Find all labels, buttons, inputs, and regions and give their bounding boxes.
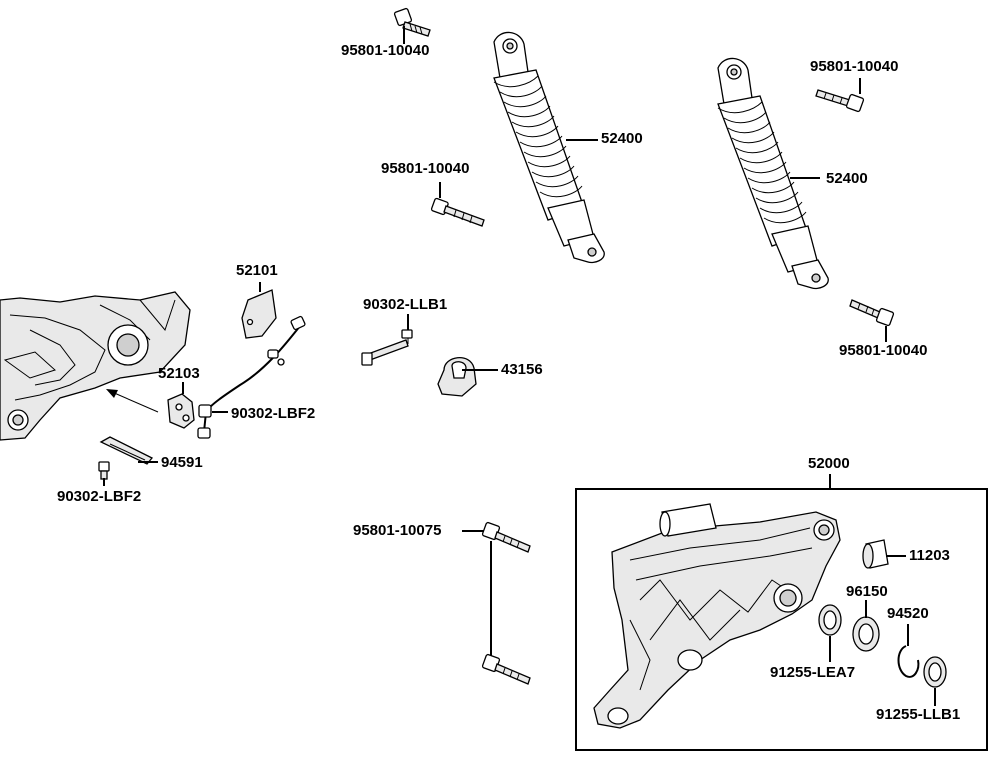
label-bolt-mid: 95801-10040	[381, 160, 470, 177]
arm-assembly-box	[575, 488, 988, 751]
shock-right-drawing	[717, 57, 829, 290]
label-circlip: 94520	[887, 605, 929, 622]
label-shock-right: 52400	[826, 170, 868, 187]
bolt-long-drawing	[481, 521, 531, 685]
label-bolt-lbf2-right: 90302-LBF2	[231, 405, 316, 422]
label-bolt-right-top: 95801-10040	[810, 58, 899, 75]
arrow-indicator	[106, 389, 159, 413]
label-bushing: 11203	[909, 547, 950, 564]
leader-lines	[103, 26, 936, 706]
bracket-52103-drawing	[167, 393, 195, 429]
label-bolt-top: 95801-10040	[341, 42, 430, 59]
clamp-43156-drawing	[437, 357, 477, 397]
engine-case-drawing	[0, 291, 191, 441]
label-bolt-right-bottom: 95801-10040	[839, 342, 928, 359]
bushing-11203-drawing	[862, 539, 889, 569]
circlip-94520-drawing	[897, 645, 920, 678]
label-cover: 52101	[236, 262, 278, 279]
label-seal-right: 91255-LLB1	[876, 706, 961, 723]
seal-llb1-drawing	[923, 656, 947, 688]
bolt-lbf2-bottom-drawing	[98, 461, 110, 480]
shock-left-drawing	[493, 31, 605, 264]
label-bolt-llb1: 90302-LLB1	[363, 296, 448, 313]
label-bolt-long: 95801-10075	[353, 522, 442, 539]
label-seal-left: 91255-LEA7	[770, 664, 856, 681]
label-plate: 94591	[161, 454, 203, 471]
label-bolt-lbf2-bottom: 90302-LBF2	[57, 488, 142, 505]
cover-52101-drawing	[241, 289, 277, 339]
seal-lea7-drawing	[818, 604, 842, 636]
cable-assembly-drawing	[197, 315, 306, 439]
label-shock-left: 52400	[601, 130, 643, 147]
label-clamp: 43156	[501, 361, 543, 378]
label-bracket: 52103	[158, 365, 200, 382]
label-arm-assy: 52000	[808, 455, 850, 472]
plate-94591-drawing	[99, 436, 154, 465]
bolt-llb1-drawing	[361, 329, 413, 366]
bearing-96150-drawing	[852, 616, 880, 652]
bolt-right-bottom-drawing	[849, 299, 895, 327]
bolt-top-drawing	[393, 7, 431, 37]
swing-arm-drawing	[593, 503, 841, 729]
bolt-mid-drawing	[430, 197, 485, 227]
bolt-right-top-drawing	[815, 89, 865, 113]
label-bearing: 96150	[846, 583, 888, 600]
